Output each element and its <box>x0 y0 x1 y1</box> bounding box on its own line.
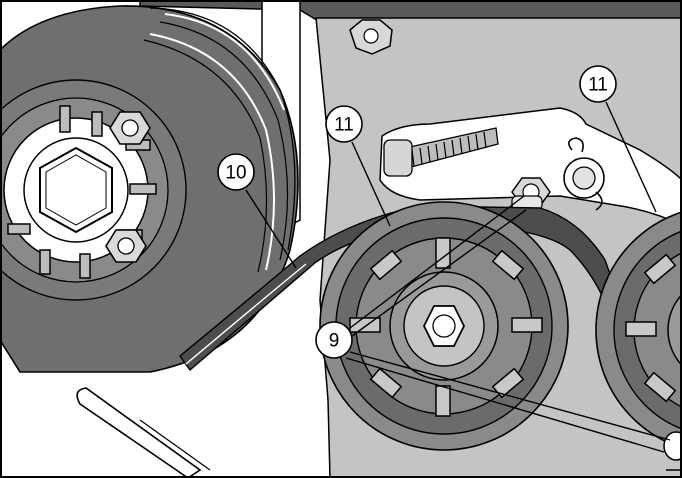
hub-nut-lower <box>105 229 147 263</box>
retaining-clip <box>563 137 605 211</box>
leader-11-center <box>351 141 391 227</box>
callout-11-center-label: 11 <box>334 115 354 136</box>
leader-11-right <box>605 101 657 213</box>
leader-9-upper-a <box>349 195 525 329</box>
callout-9: 9 <box>315 321 353 359</box>
lever-handle <box>76 387 211 478</box>
callout-10: 10 <box>217 153 255 191</box>
idler-pulley-right <box>595 211 682 449</box>
leader-9-upper-b <box>351 209 527 337</box>
callout-10-label: 10 <box>225 163 246 184</box>
tension-spring <box>383 127 499 177</box>
leader-lines <box>245 101 671 453</box>
leader-9-lower-b <box>345 357 665 453</box>
drive-pulley <box>0 5 299 373</box>
idler-pulley-center <box>319 201 569 451</box>
leader-9-lower-a <box>349 351 671 441</box>
top-nut <box>349 19 393 55</box>
callout-11-center: 11 <box>325 105 363 143</box>
callout-9-label: 9 <box>329 331 340 352</box>
hub-nut-upper <box>109 111 151 145</box>
callout-11-right-label: 11 <box>588 75 608 96</box>
callout-11-right: 11 <box>579 65 617 103</box>
leader-10 <box>245 189 297 269</box>
